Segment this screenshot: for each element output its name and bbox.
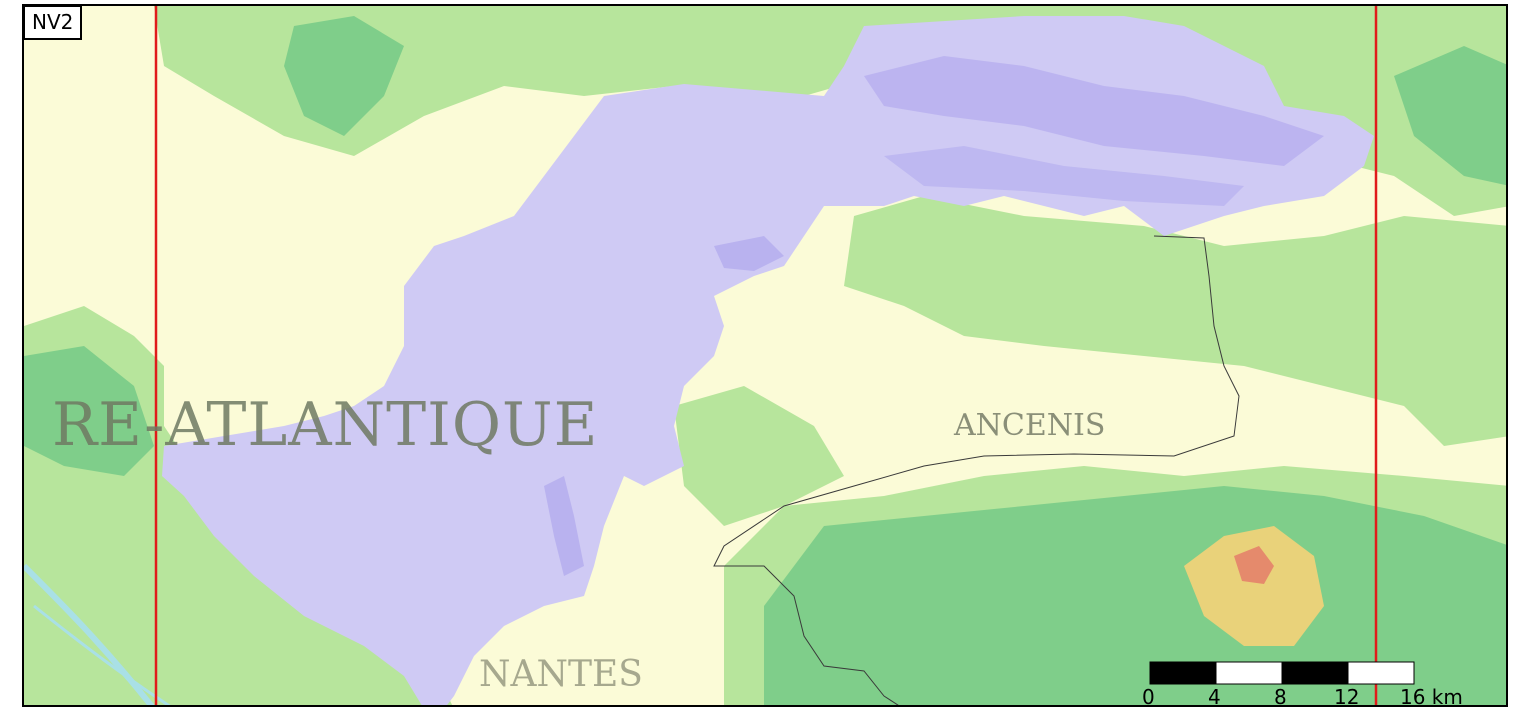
water-zone-dark-3 [714,236,784,271]
river [24,563,155,705]
terrain-midland-northeast [1394,46,1506,186]
map-frame[interactable]: RE-ATLANTIQUE ANCENIS NANTES [22,4,1508,707]
terrain-midland-north [284,16,404,136]
terrain-peak [1234,546,1274,584]
terrain-highland [1184,526,1324,646]
scale-bar [1149,661,1415,685]
map-id-badge: NV2 [23,5,83,40]
place-label-department: RE-ATLANTIQUE [52,390,599,460]
scale-tick-0: 0 [1142,685,1155,709]
scale-seg-3 [1281,661,1349,685]
terrain-lowland-east [844,196,1506,446]
scale-seg-2 [1215,661,1283,685]
terrain-lowland-center [674,386,844,526]
map-canvas[interactable] [24,6,1508,707]
scale-tick-8: 8 [1274,685,1287,709]
water-zone-dark-2 [884,146,1244,206]
place-label-nantes: NANTES [479,654,643,695]
scale-tick-12: 12 [1334,685,1360,709]
scale-seg-4 [1347,661,1415,685]
water-zone-dark-4 [544,476,584,576]
terrain-midland-south [764,486,1506,705]
scale-seg-1 [1149,661,1217,685]
admin-boundary [713,235,1240,705]
scale-tick-4: 4 [1208,685,1221,709]
place-label-ancenis: ANCENIS [954,408,1106,443]
scale-tick-16: 16 km [1400,685,1463,709]
terrain-midland-west [24,346,154,476]
water-zone-dark-1 [864,56,1324,166]
